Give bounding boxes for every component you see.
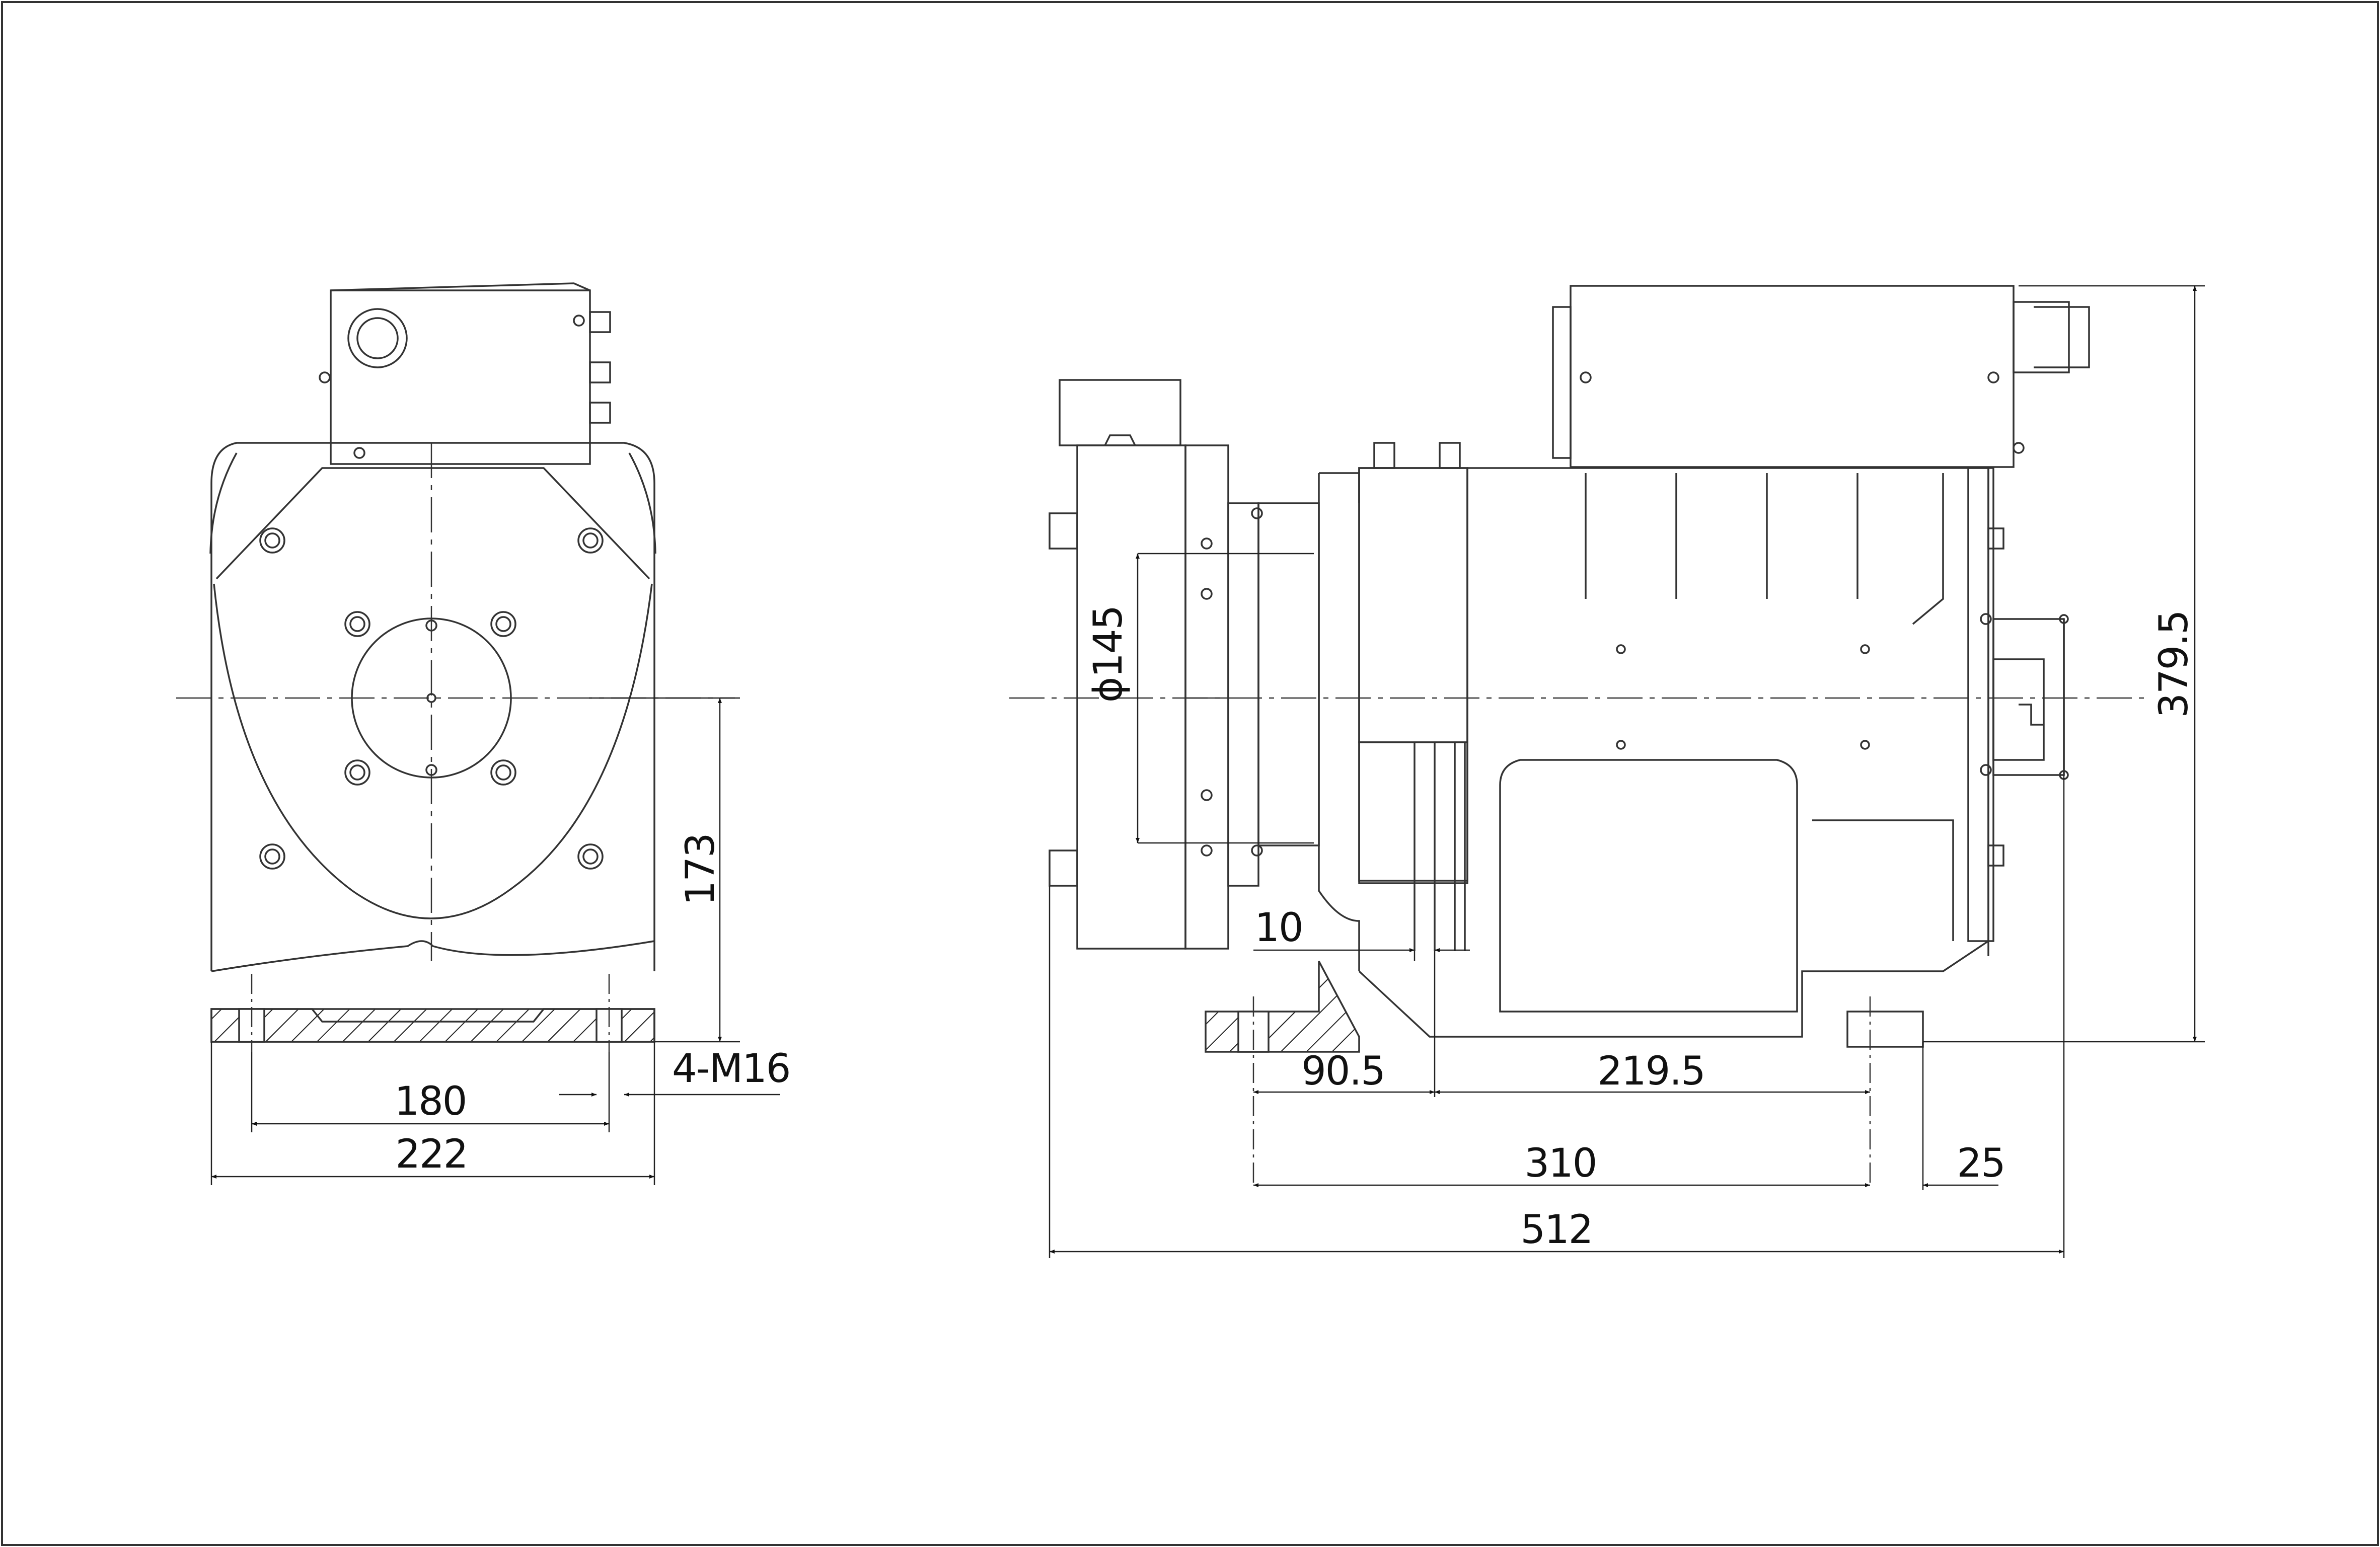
front-hub-circle <box>351 617 512 779</box>
side-motor-front-flange <box>1318 473 1360 971</box>
side-sheave-knob-top <box>1049 512 1078 550</box>
dim-label-219-5: 219.5 <box>1597 1049 1704 1094</box>
side-foot-hatch <box>1205 961 1360 1053</box>
dim-label-173: 173 <box>678 834 723 906</box>
front-hub-screw <box>425 620 437 632</box>
front-flange-arc <box>213 583 653 919</box>
front-terminal-box-top <box>330 282 590 291</box>
side-coupling <box>1257 502 1320 846</box>
dim-label-310: 310 <box>1525 1141 1597 1186</box>
dim-label-10: 10 <box>1254 905 1302 951</box>
side-terminal-box <box>1570 285 2015 468</box>
side-motor-body <box>1358 467 1989 1038</box>
side-cooling-fins <box>1585 473 1944 625</box>
front-screw <box>319 371 331 383</box>
front-screw <box>353 447 365 459</box>
front-flange-top <box>215 467 650 580</box>
side-brake-cap-detail <box>1104 434 1136 446</box>
dim-label-90-5: 90.5 <box>1301 1049 1385 1094</box>
dim-label-180: 180 <box>395 1079 467 1124</box>
front-bottom-contour <box>211 940 655 972</box>
side-foot-hole <box>1237 1011 1270 1053</box>
front-housing-outline <box>210 442 655 971</box>
side-encoder-housing <box>1992 618 2065 776</box>
side-motor-flange-inner <box>1358 467 1468 882</box>
dim-label-379-5: 379.5 <box>2151 610 2197 718</box>
side-brake-coil <box>1358 467 1468 743</box>
front-hub-screw <box>425 764 437 776</box>
side-view <box>1009 285 2149 1185</box>
front-gland-outer <box>347 308 408 368</box>
front-base-hatch <box>210 1008 655 1043</box>
side-encoder-inner <box>1992 658 2045 761</box>
front-housing-inner-left <box>209 452 238 554</box>
side-cable-gland <box>2013 301 2070 373</box>
front-inner-bolts <box>344 611 516 786</box>
front-housing-inner-right <box>628 452 656 554</box>
side-end-cover <box>1967 467 1994 942</box>
front-hub-center-dot <box>426 693 436 703</box>
side-dimensions <box>1049 285 2205 1258</box>
front-gland-inner <box>356 317 399 359</box>
dim-label-phi145: ϕ145 <box>1086 606 1131 703</box>
side-sheave-face <box>1184 444 1229 950</box>
side-brake-plates <box>1358 741 1468 951</box>
dim-label-25: 25 <box>1957 1141 2004 1186</box>
front-corner-bolts <box>259 527 604 870</box>
side-sheave-rim <box>1227 502 1259 887</box>
front-base-outline <box>210 1008 655 1043</box>
front-terminal-box <box>330 289 591 465</box>
side-terminal-box-clip <box>1552 306 1572 459</box>
front-dimensions <box>210 697 780 1185</box>
dim-label-4-m16: 4-M16 <box>672 1046 790 1092</box>
front-view <box>176 282 735 1052</box>
side-lower-cavity <box>1499 759 1798 1013</box>
front-connector-2 <box>589 361 611 383</box>
front-connector-1 <box>589 311 611 333</box>
front-screw <box>573 315 585 327</box>
front-connector-3 <box>589 402 611 424</box>
side-sheave-knob-bottom <box>1049 849 1078 887</box>
dim-label-512: 512 <box>1521 1207 1593 1253</box>
side-rear-foot <box>1846 1011 1924 1048</box>
dim-label-222: 222 <box>396 1132 468 1177</box>
